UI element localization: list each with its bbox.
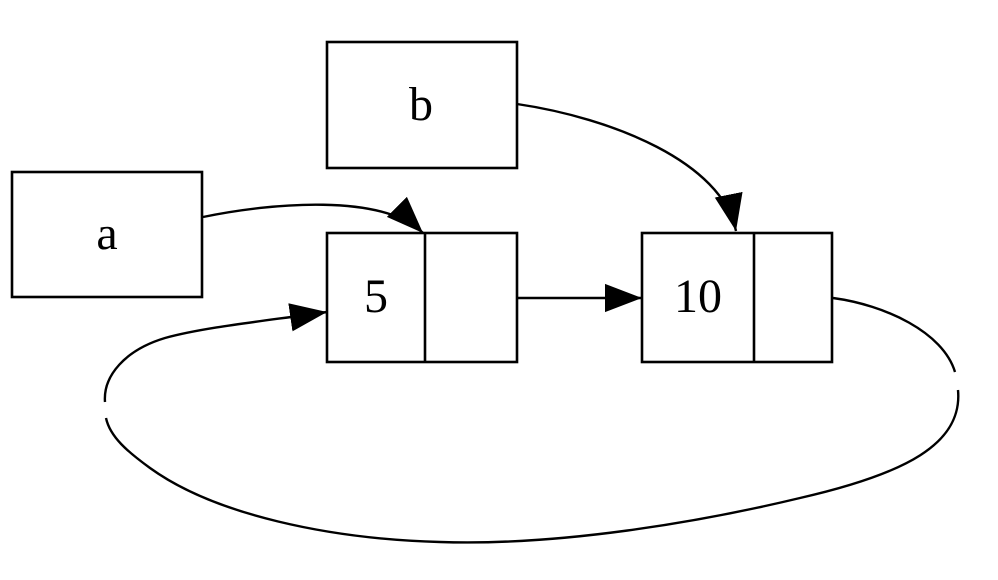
loop-segment-left: [103, 303, 328, 403]
edge-b-to-node10: [516, 102, 743, 232]
loop-segment-right: [832, 296, 957, 373]
variable-b-rect: [325, 40, 519, 170]
list-node-10-rect: [640, 231, 834, 364]
list-node-10: 10: [640, 231, 834, 364]
variable-box-b: b: [325, 40, 519, 170]
list-node-5: 5: [325, 231, 519, 364]
list-node-10-value: 10: [674, 270, 722, 323]
edge-a-to-node5: [202, 196, 424, 234]
variable-box-a: a: [10, 170, 204, 299]
list-node-5-value: 5: [364, 270, 388, 323]
variable-b-label: b: [409, 78, 433, 131]
variable-a-rect: [10, 170, 204, 299]
loop-segment-bottom: [104, 389, 960, 544]
edge-node10-to-node5-loop: [103, 296, 960, 544]
variable-a-label: a: [96, 207, 117, 260]
list-node-5-rect: [325, 231, 519, 364]
